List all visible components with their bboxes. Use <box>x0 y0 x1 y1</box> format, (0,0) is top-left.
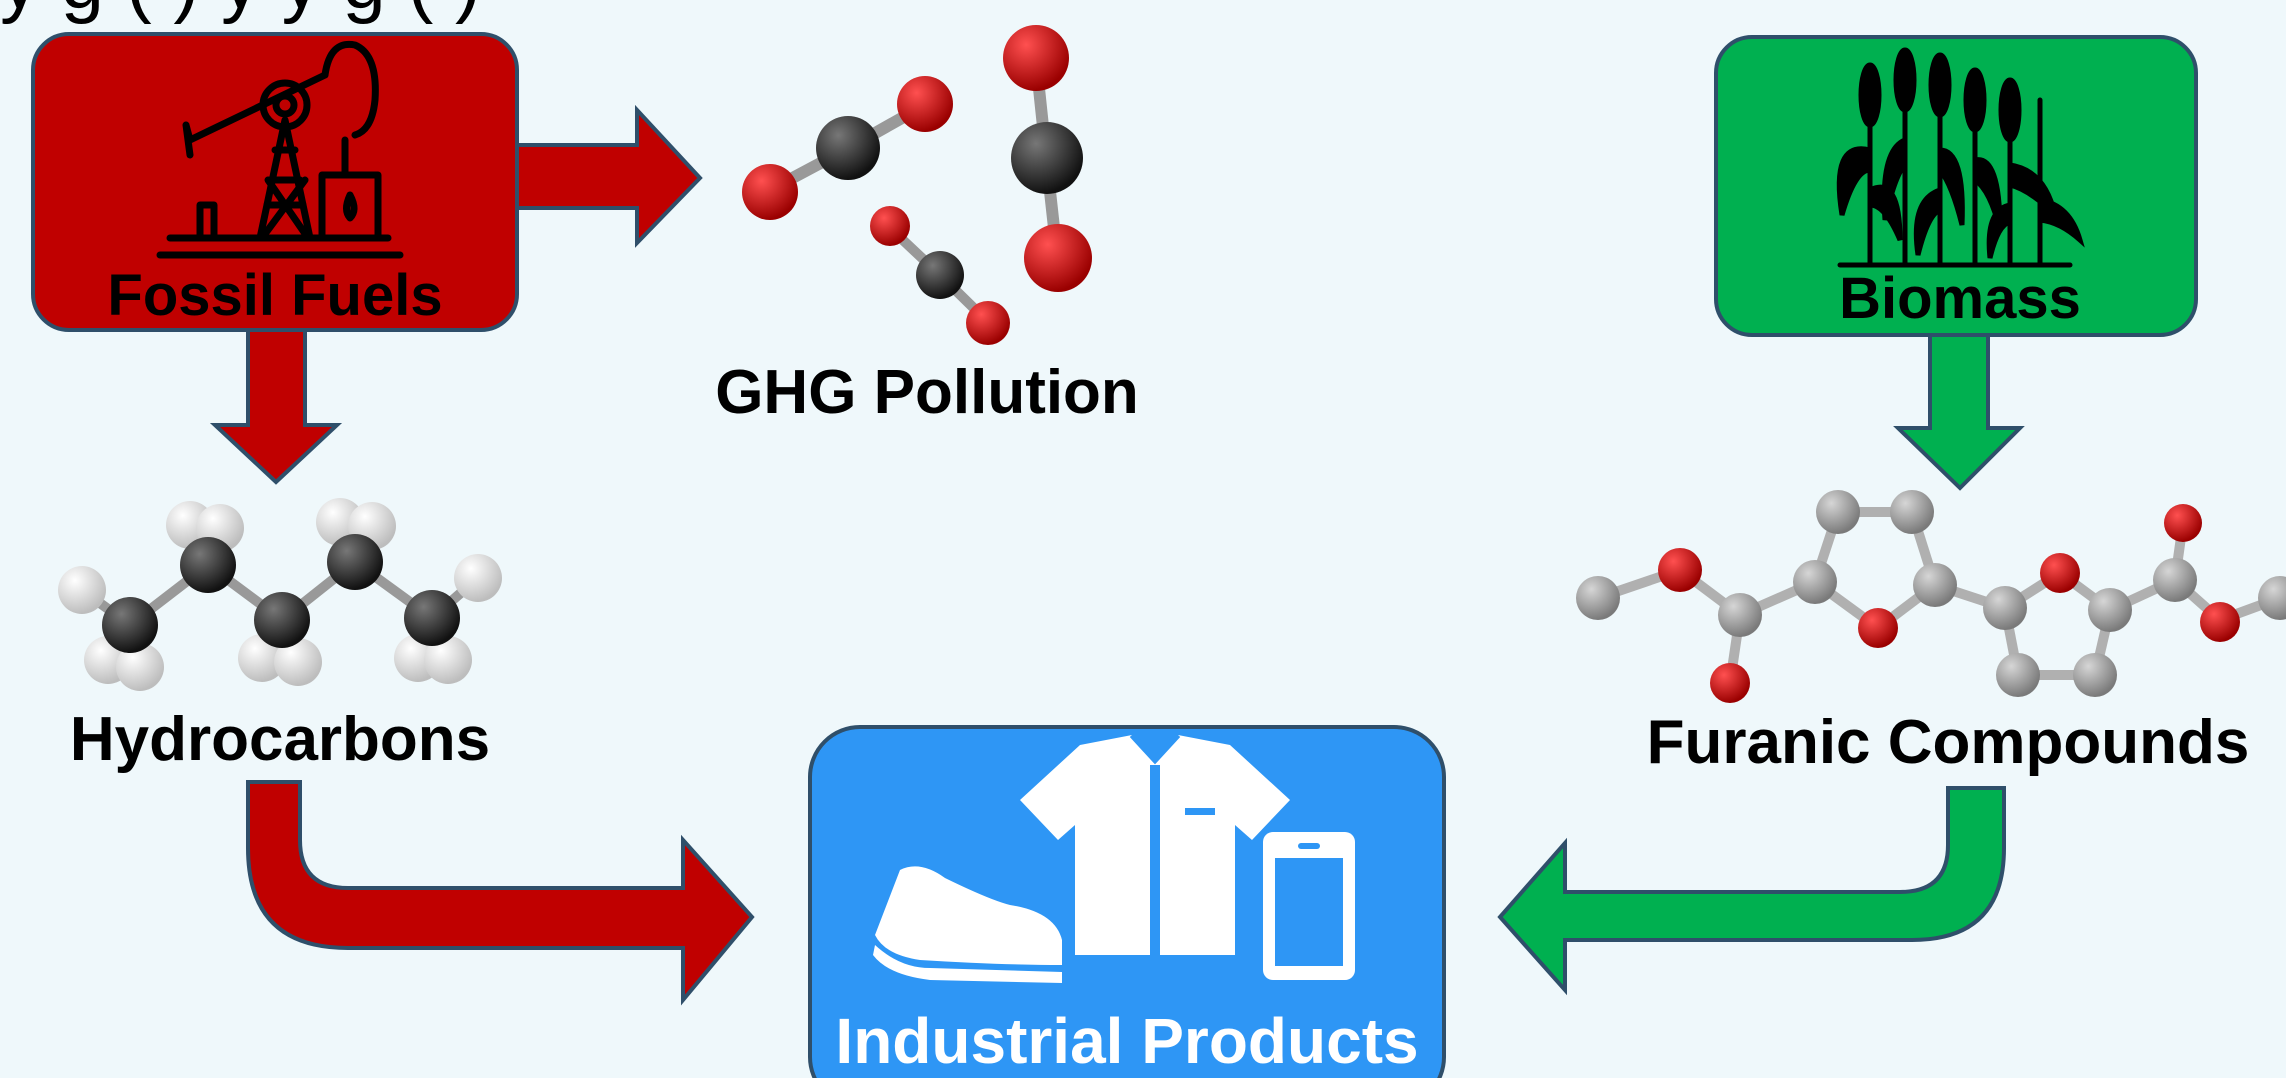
fossil-fuels-label: Fossil Fuels <box>107 263 442 328</box>
co2-molecule <box>742 76 953 220</box>
hydrocarbons-to-products-arrow <box>246 780 755 1006</box>
shirt-icon <box>1020 732 1290 955</box>
oil-pump-jack-icon <box>156 40 404 259</box>
title-fragment: y g ( ) y y g ( ) <box>0 0 481 25</box>
biomass-label: Biomass <box>1839 266 2081 331</box>
co2-molecules-illustration <box>742 25 1092 345</box>
co2-molecule <box>1003 25 1092 292</box>
oxygen-atom <box>870 206 910 246</box>
furanic-compounds-label: Furanic Compounds <box>1647 708 2250 777</box>
carbon-atom <box>1011 122 1083 194</box>
fossil-to-ghg-arrow <box>513 104 703 248</box>
oxygen-atoms <box>1658 504 2240 703</box>
industrial-products-node: Industrial Products <box>808 725 1446 1078</box>
oxygen-atom <box>897 76 953 132</box>
oxygen-atom <box>1024 224 1092 292</box>
corn-plant-icon <box>1836 47 2085 268</box>
co2-molecule <box>870 206 1010 345</box>
biomass-node: Biomass <box>1714 35 2198 337</box>
hydrogen-atoms <box>58 498 502 691</box>
carbon-atom <box>916 251 964 299</box>
industrial-products-label: Industrial Products <box>835 1005 1418 1077</box>
carbon-atom <box>816 116 880 180</box>
oxygen-atom <box>966 301 1010 345</box>
ghg-pollution-label: GHG Pollution <box>715 358 1139 427</box>
smartphone-icon <box>1263 832 1355 980</box>
oxygen-atom <box>742 164 798 220</box>
carbon-atoms <box>102 534 460 653</box>
hydrocarbons-label: Hydrocarbons <box>70 705 490 774</box>
hydrocarbon-molecule-illustration <box>58 498 502 691</box>
fossil-fuels-node: Fossil Fuels <box>31 32 519 332</box>
biomass-to-furanic-arrow <box>1893 333 2025 491</box>
carbon-atoms <box>1576 490 2286 697</box>
shoe-icon <box>873 866 1062 983</box>
furanic-molecule-illustration <box>1576 490 2286 703</box>
oxygen-atom <box>1003 25 1069 91</box>
fossil-to-hydrocarbons-arrow <box>209 328 343 485</box>
furanic-to-products-arrow <box>1497 786 2006 996</box>
